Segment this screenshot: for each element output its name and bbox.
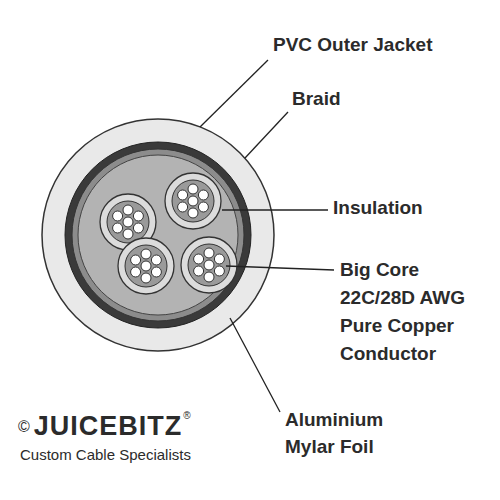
- strand: [123, 205, 133, 215]
- strand: [188, 184, 198, 194]
- copper-conductor: [125, 245, 167, 287]
- part-label: Big Core 22C/28D AWG Pure Copper Conduct…: [340, 256, 492, 368]
- strand: [204, 248, 214, 258]
- strand: [204, 272, 214, 282]
- strand: [188, 208, 198, 218]
- strand: [151, 267, 161, 277]
- core: [165, 173, 221, 229]
- strand: [194, 254, 204, 264]
- registered-mark: ®: [182, 410, 190, 422]
- strand: [131, 267, 141, 277]
- core: [181, 237, 237, 293]
- copper-conductor: [172, 180, 214, 222]
- strand: [198, 202, 208, 212]
- part-label: Braid: [292, 88, 412, 111]
- strand: [141, 261, 151, 271]
- core: [118, 238, 174, 294]
- strand: [141, 273, 151, 283]
- leader-line: [230, 318, 280, 412]
- copyright-mark: ©: [18, 410, 34, 436]
- core-insulation: [181, 237, 237, 293]
- strand: [123, 217, 133, 227]
- strand: [178, 190, 188, 200]
- strand: [131, 255, 141, 265]
- outer-jacket: [42, 119, 274, 351]
- strand: [113, 211, 123, 221]
- foil-ring: [72, 149, 244, 321]
- strand: [194, 266, 204, 276]
- leader-line: [200, 60, 268, 127]
- strand: [141, 249, 151, 259]
- strand: [113, 223, 123, 233]
- part-label: Aluminium Mylar Foil: [285, 406, 420, 460]
- braid-ring: [65, 142, 251, 328]
- core-insulation: [165, 173, 221, 229]
- strand: [123, 229, 133, 239]
- strand: [188, 196, 198, 206]
- leader-lines: [200, 60, 334, 412]
- strand: [151, 255, 161, 265]
- strand: [214, 254, 224, 264]
- core-insulation: [118, 238, 174, 294]
- strand: [178, 202, 188, 212]
- leader-line: [245, 112, 288, 158]
- part-label: PVC Outer Jacket: [273, 34, 493, 57]
- strand: [198, 190, 208, 200]
- cores: [100, 173, 237, 294]
- strand: [214, 266, 224, 276]
- leader-line: [222, 209, 328, 210]
- logo-row: ©JUICEBITZ®: [18, 410, 191, 442]
- filler: [78, 155, 238, 315]
- leader-line: [226, 266, 334, 270]
- copper-conductor: [188, 244, 230, 286]
- strand: [204, 260, 214, 270]
- brand-logo: JUICEBITZ: [34, 410, 183, 442]
- copper-conductor: [107, 201, 149, 243]
- tagline: Custom Cable Specialists: [20, 446, 270, 464]
- strand: [133, 211, 143, 221]
- strand: [133, 223, 143, 233]
- part-label: Insulation: [333, 197, 483, 220]
